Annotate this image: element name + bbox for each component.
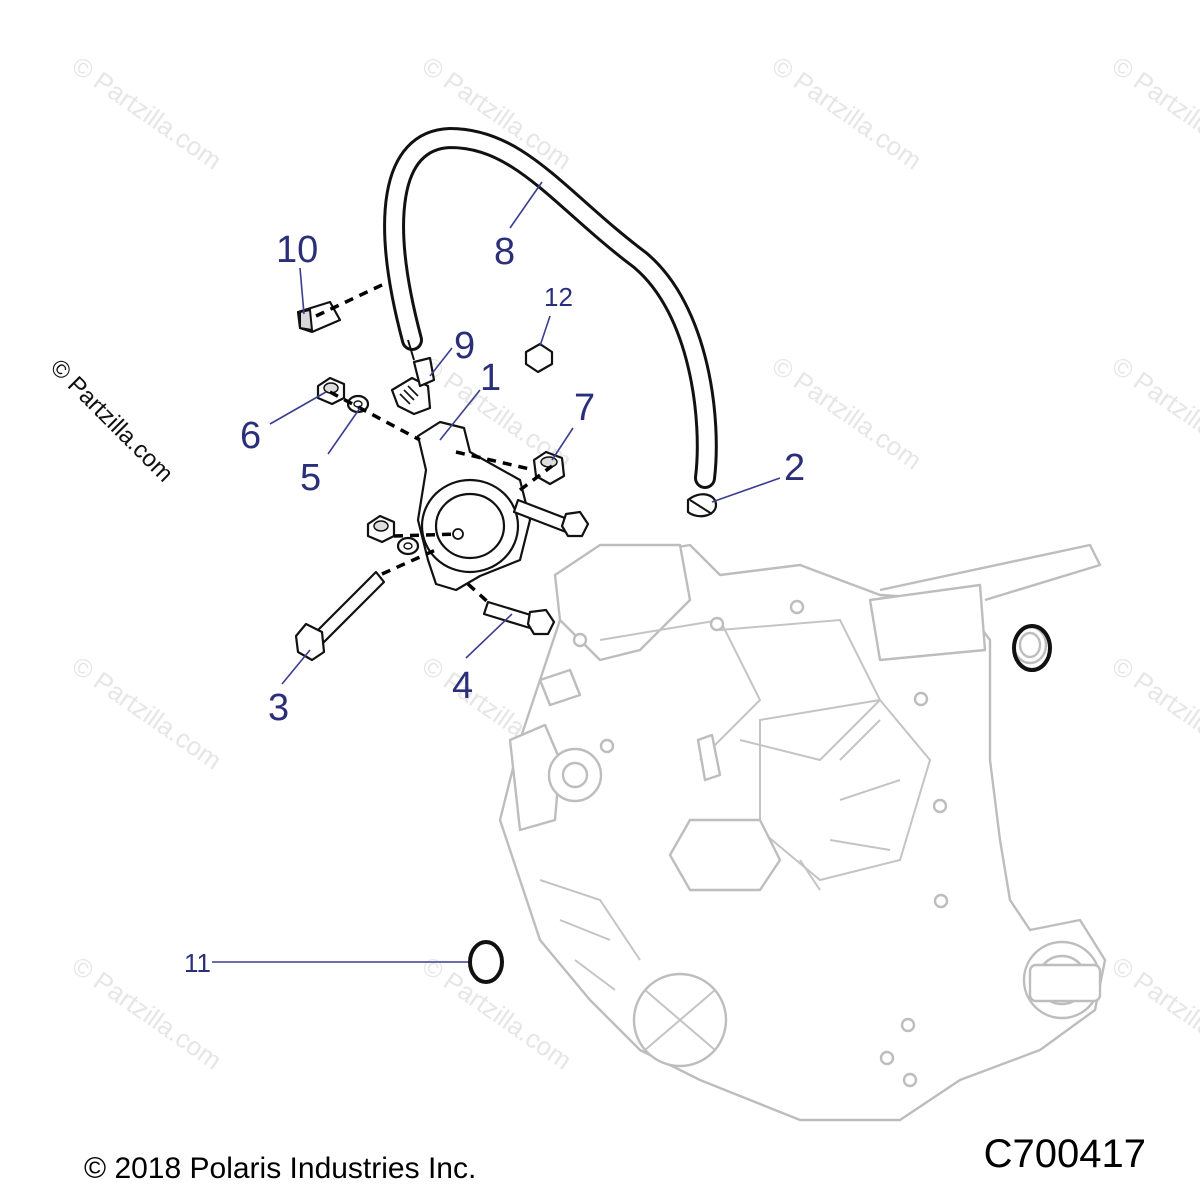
callout-3: 3 bbox=[268, 687, 289, 729]
watermark: © Partzilla.com bbox=[1107, 950, 1200, 1075]
copyright-text: © 2018 Polaris Industries Inc. bbox=[84, 1152, 477, 1185]
callout-8: 8 bbox=[494, 231, 515, 273]
callout-4: 4 bbox=[452, 665, 473, 707]
watermark: © Partzilla.com bbox=[1107, 50, 1200, 175]
elbow-fitting-9 bbox=[390, 356, 436, 416]
breather-hose-8 bbox=[383, 126, 718, 489]
nut-lower bbox=[366, 514, 396, 544]
callout-9: 9 bbox=[454, 325, 475, 367]
callout-1: 1 bbox=[480, 357, 501, 399]
bolt-upper bbox=[512, 498, 590, 538]
figure-id: C700417 bbox=[983, 1132, 1146, 1176]
callouts: 1 2 3 4 5 6 7 8 9 10 11 12 bbox=[184, 229, 805, 978]
clip-10 bbox=[296, 300, 342, 334]
assembly-lines bbox=[315, 282, 554, 606]
watermark: © Partzilla.com bbox=[1107, 650, 1200, 775]
washer-lower bbox=[396, 536, 420, 556]
transmission-housing bbox=[498, 543, 1107, 1122]
callout-12: 12 bbox=[544, 282, 573, 312]
o-ring-right bbox=[1012, 624, 1052, 672]
watermark: © Partzilla.com bbox=[67, 650, 228, 775]
callout-2: 2 bbox=[784, 447, 805, 489]
grommet-12 bbox=[524, 342, 554, 374]
callout-10: 10 bbox=[276, 229, 318, 271]
o-ring-11 bbox=[468, 940, 504, 984]
callout-11: 11 bbox=[184, 948, 211, 978]
bolt-3 bbox=[294, 570, 386, 662]
leader-lines bbox=[212, 181, 781, 963]
hose-clamp-2 bbox=[686, 493, 718, 518]
watermark: © Partzilla.com bbox=[417, 950, 578, 1075]
watermark: © Partzilla.com bbox=[767, 50, 928, 175]
bolt-4 bbox=[482, 600, 556, 636]
watermark: © Partzilla.com bbox=[1107, 350, 1200, 475]
callout-6: 6 bbox=[240, 415, 261, 457]
sensor-housing-1 bbox=[416, 420, 532, 592]
callout-5: 5 bbox=[300, 457, 321, 499]
watermark: © Partzilla.com bbox=[67, 50, 228, 175]
callout-7: 7 bbox=[574, 387, 595, 429]
